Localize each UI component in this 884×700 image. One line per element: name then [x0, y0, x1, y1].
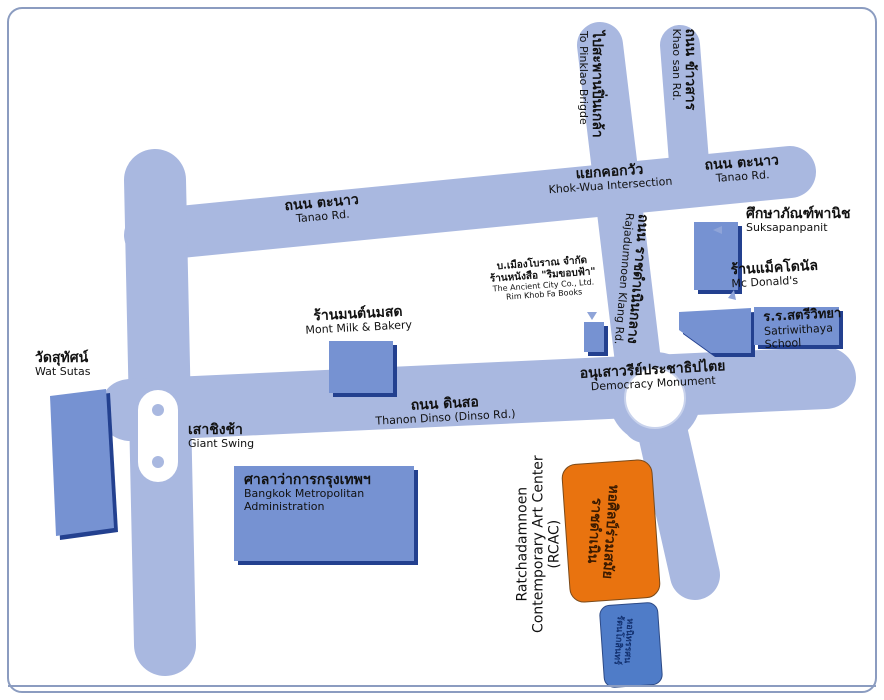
rcac-thai-label: หอศิลป์ร่วมสมัยราชดำเนิน	[584, 483, 622, 580]
democracy-monument-icon	[624, 367, 686, 429]
pointer-icon	[728, 290, 736, 300]
exhibition-hall-label: หอนิทรรศนรัตนโกสินทร์	[611, 614, 635, 666]
road-rajadamnoen-south	[635, 395, 720, 600]
pointer-icon	[587, 312, 597, 320]
pointer-icon	[713, 226, 722, 234]
wat-sutas-building	[50, 389, 114, 536]
satriwithaya-building	[754, 307, 839, 345]
suksapanpanit-building	[694, 222, 738, 290]
road-khaosan	[660, 25, 710, 195]
mcdonalds-building	[679, 308, 751, 353]
bma-building	[234, 466, 414, 561]
ancient-city-building	[584, 322, 604, 352]
road-tanao	[124, 146, 816, 261]
map-frame	[7, 7, 877, 693]
rcac-building	[561, 459, 661, 603]
giant-swing-icon	[138, 390, 178, 482]
wat-sutas-label: วัดสุทัศน์Wat Sutas	[35, 350, 91, 379]
ancient-city-label: บ.เมืองโบราณ จำกัดร้านหนังสือ "ริมขอบฟ้า…	[489, 254, 596, 302]
road-dinso	[99, 347, 856, 441]
mont-milk-building	[329, 341, 393, 393]
